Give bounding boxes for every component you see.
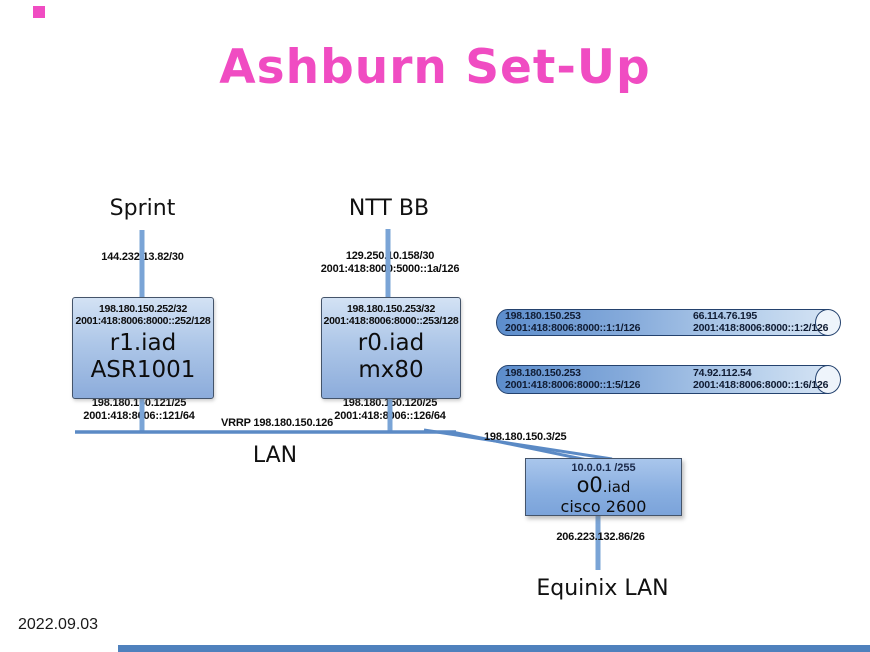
oob-link-ip: 198.180.150.3/25 <box>484 431 567 443</box>
router-r1-box: 198.180.150.252/32 2001:418:8006:8000::2… <box>72 297 214 399</box>
r1-hostname: r1.iad <box>109 330 177 356</box>
oob-ip: 10.0.0.1 /255 <box>571 462 636 474</box>
r0-loopback-ipv6: 2001:418:8006:8000::253/128 <box>323 315 459 327</box>
tunnel-cylinder-1: 198.180.150.253 2001:418:8006:8000::1:1/… <box>496 308 841 336</box>
equinix-lan-label: Equinix LAN <box>536 576 669 601</box>
ntt-uplink-ipv4: 129.250.10.158/30 <box>345 250 435 262</box>
cylinder-end-cap <box>815 308 841 336</box>
tunnel2-left-ipv6: 2001:418:8006:8000::1:5/126 <box>505 378 641 391</box>
ntt-uplink-ipv6: 2001:418:8000:5000::1a/126 <box>320 262 460 275</box>
lan-label: LAN <box>252 443 298 468</box>
r0-loopback-ipv4: 198.180.150.253/32 <box>346 303 436 315</box>
slide-accent-square <box>33 6 45 18</box>
oob-hostname-big: o0 <box>576 473 603 497</box>
tunnel1-right-ipv6: 2001:418:8006:8000::1:2/126 <box>693 321 829 334</box>
r1-loopback-ipv6: 2001:418:8006:8000::252/128 <box>75 315 211 327</box>
r0-model: mx80 <box>358 357 424 383</box>
r0-hostname: r0.iad <box>357 330 425 356</box>
sprint-uplink-ip: 144.232.13.82/30 <box>101 251 184 263</box>
oob-hostname: o0.iad <box>526 474 681 498</box>
sprint-label: Sprint <box>109 196 176 221</box>
cylinder-end-cap <box>815 364 841 394</box>
r1-lan-ipv6: 2001:418:8006::121/64 <box>83 409 195 422</box>
r1-lan-ips: 198.180.150.121/25 2001:418:8006::121/64 <box>64 397 214 422</box>
bottom-bar <box>118 645 870 652</box>
slide-date: 2022.09.03 <box>18 616 99 633</box>
tunnel1-right-ipv4: 66.114.76.195 <box>693 310 757 322</box>
page-title: Ashburn Set-Up <box>219 40 651 95</box>
vrrp-label: VRRP 198.180.150.126 <box>221 417 333 429</box>
router-r0-box: 198.180.150.253/32 2001:418:8006:8000::2… <box>321 297 461 399</box>
tunnel2-right-ipv4: 74.92.112.54 <box>693 367 752 379</box>
oob-model: cisco 2600 <box>560 497 647 516</box>
r1-lan-ipv4: 198.180.150.121/25 <box>91 397 187 409</box>
tunnel2-left-ipv4: 198.180.150.253 <box>505 367 581 379</box>
r1-loopback-ipv4: 198.180.150.252/32 <box>98 303 188 315</box>
tunnel2-right-ipv6: 2001:418:8006:8000::1:6/126 <box>693 378 829 391</box>
oob-router-box: 10.0.0.1 /255 o0.iad cisco 2600 <box>525 458 682 516</box>
ntt-uplink-ips: 129.250.10.158/30 2001:418:8000:5000::1a… <box>300 250 480 275</box>
equinix-link-ip: 206.223.132.86/26 <box>556 531 645 543</box>
ntt-label: NTT BB <box>348 196 430 221</box>
tunnel-cylinder-2: 198.180.150.253 2001:418:8006:8000::1:5/… <box>496 364 841 394</box>
tunnel1-left-ipv6: 2001:418:8006:8000::1:1/126 <box>505 321 641 334</box>
oob-hostname-small: .iad <box>602 478 631 496</box>
r1-model: ASR1001 <box>90 357 196 383</box>
tunnel1-left-ipv4: 198.180.150.253 <box>505 310 581 322</box>
